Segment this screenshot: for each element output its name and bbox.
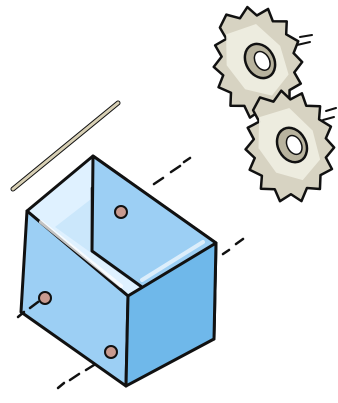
open-box [21,156,216,386]
gear-2-motion-lines [323,108,336,120]
gear-1-motion-lines [297,35,312,45]
